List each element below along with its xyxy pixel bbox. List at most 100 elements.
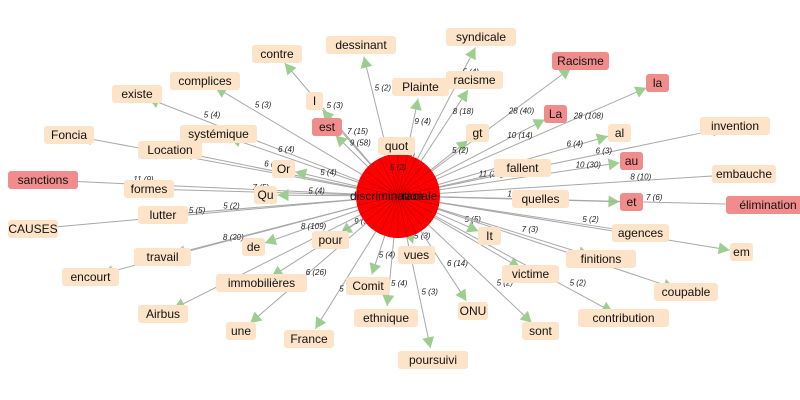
node-label: Plainte — [402, 80, 439, 94]
edge-label: 5 (3) — [327, 101, 344, 110]
node-box — [494, 159, 551, 177]
node-label: Foncia — [51, 128, 87, 142]
node-box — [124, 180, 174, 198]
node-existe[interactable]: existe — [112, 85, 162, 103]
node-fallent[interactable]: fallent — [494, 159, 551, 177]
edge-line — [54, 180, 361, 195]
edge-comit: 5 (4) — [369, 231, 396, 275]
edge-label: 5 (2) — [452, 146, 469, 155]
node-poursuivi[interactable]: poursuivi — [398, 351, 468, 369]
node-onu[interactable]: ONU — [458, 302, 488, 320]
edge-label: 6 (3) — [596, 146, 613, 155]
node-sont[interactable]: sont — [522, 322, 559, 340]
node-contre[interactable]: contre — [252, 45, 302, 63]
node-causes[interactable]: CAUSES — [8, 220, 58, 238]
node-france[interactable]: France — [284, 330, 334, 348]
edge-label: 5 (3) — [421, 287, 438, 296]
node-vues[interactable]: vues — [398, 246, 435, 264]
edge-line — [434, 206, 590, 256]
edge-ethnique: 5 (4) — [382, 233, 408, 307]
node-une[interactable]: une — [226, 322, 256, 340]
edge-arrow — [264, 233, 278, 246]
node-est[interactable]: est — [312, 118, 342, 136]
node-quelles[interactable]: quelles — [512, 190, 569, 208]
node-airbus[interactable]: Airbus — [138, 305, 188, 323]
edge-arrow — [607, 158, 620, 171]
node-sanctions[interactable]: sanctions — [8, 171, 78, 189]
node-box — [354, 309, 418, 327]
node-box — [392, 78, 449, 96]
node-label: victime — [512, 267, 550, 281]
edge-line — [415, 47, 476, 163]
node-box — [8, 220, 58, 238]
node-label: de — [247, 240, 261, 254]
node-La-upper[interactable]: La — [544, 105, 567, 123]
edge-line — [435, 196, 757, 206]
node-elimination[interactable]: élimination — [726, 196, 800, 214]
node-immobilieres[interactable]: immobilières — [216, 274, 307, 292]
node-formes[interactable]: formes — [124, 180, 174, 198]
edge-label: 10 (14) — [507, 131, 533, 140]
node-it[interactable]: It — [478, 227, 501, 245]
node-foncia[interactable]: Foncia — [44, 126, 94, 144]
node-de[interactable]: de — [242, 238, 265, 256]
node-al[interactable]: al — [608, 124, 631, 142]
node-syndicale[interactable]: syndicale — [446, 28, 516, 46]
node-box — [398, 351, 468, 369]
node-em[interactable]: em — [730, 243, 753, 261]
node-pour[interactable]: pour — [312, 231, 349, 249]
node-box — [134, 248, 191, 266]
edge-label: 6 (4) — [278, 145, 295, 154]
node-dessinant[interactable]: dessinant — [326, 36, 396, 54]
node-label: vues — [404, 248, 429, 262]
edge-arrow — [717, 242, 730, 255]
node-contribution[interactable]: contribution — [578, 309, 669, 327]
node-invention[interactable]: invention — [700, 117, 770, 135]
node-label: invention — [711, 119, 759, 133]
node-label: encourt — [70, 270, 111, 284]
node-box — [654, 283, 718, 301]
node-box — [612, 224, 669, 242]
edge-line — [435, 174, 733, 195]
node-au[interactable]: au — [620, 152, 643, 170]
node-finitions[interactable]: finitions — [566, 250, 636, 268]
node-qu[interactable]: Qu — [254, 186, 277, 204]
node-label: La — [549, 107, 563, 121]
node-travail[interactable]: travail — [134, 248, 191, 266]
node-victime[interactable]: victime — [502, 265, 559, 283]
edge-syndicale: 5 (4) — [415, 47, 479, 163]
node-systemique[interactable]: systémique — [180, 125, 257, 143]
node-box — [254, 186, 277, 204]
edge-qu: 5 (4) — [277, 186, 361, 202]
node-box — [138, 141, 202, 159]
node-racisme-upper[interactable]: Racisme — [552, 52, 609, 70]
node-racisme[interactable]: racisme — [446, 71, 503, 89]
node-ethnique[interactable]: ethnique — [354, 309, 418, 327]
node-label: une — [231, 324, 251, 338]
node-embauche[interactable]: embauche — [712, 165, 776, 183]
node-agences[interactable]: agences — [612, 224, 669, 242]
node-coupable[interactable]: coupable — [654, 283, 718, 301]
node-gt[interactable]: gt — [466, 124, 489, 142]
node-label: Location — [147, 143, 192, 157]
node-encourt[interactable]: encourt — [62, 268, 119, 286]
node-comit[interactable]: Comit — [346, 277, 390, 295]
node-et[interactable]: et — [620, 193, 643, 211]
center-node[interactable] — [356, 154, 440, 238]
node-box — [272, 160, 295, 178]
node-i[interactable]: I — [306, 92, 323, 110]
edge-onu: 6 (14) — [418, 227, 468, 302]
node-location[interactable]: Location — [138, 141, 202, 159]
node-or[interactable]: Or — [272, 160, 295, 178]
node-complices[interactable]: complices — [170, 72, 240, 90]
node-la[interactable]: la — [646, 74, 669, 92]
node-box — [726, 196, 800, 214]
edge-line — [430, 214, 521, 269]
node-plainte[interactable]: Plainte — [392, 78, 449, 96]
edge-label: 8 (20) — [223, 233, 244, 242]
node-quot[interactable]: quot — [378, 137, 415, 155]
node-label: em — [733, 245, 750, 259]
node-lutter[interactable]: lutter — [138, 206, 188, 224]
edge-line — [435, 201, 730, 251]
edge-arrow — [466, 221, 479, 233]
